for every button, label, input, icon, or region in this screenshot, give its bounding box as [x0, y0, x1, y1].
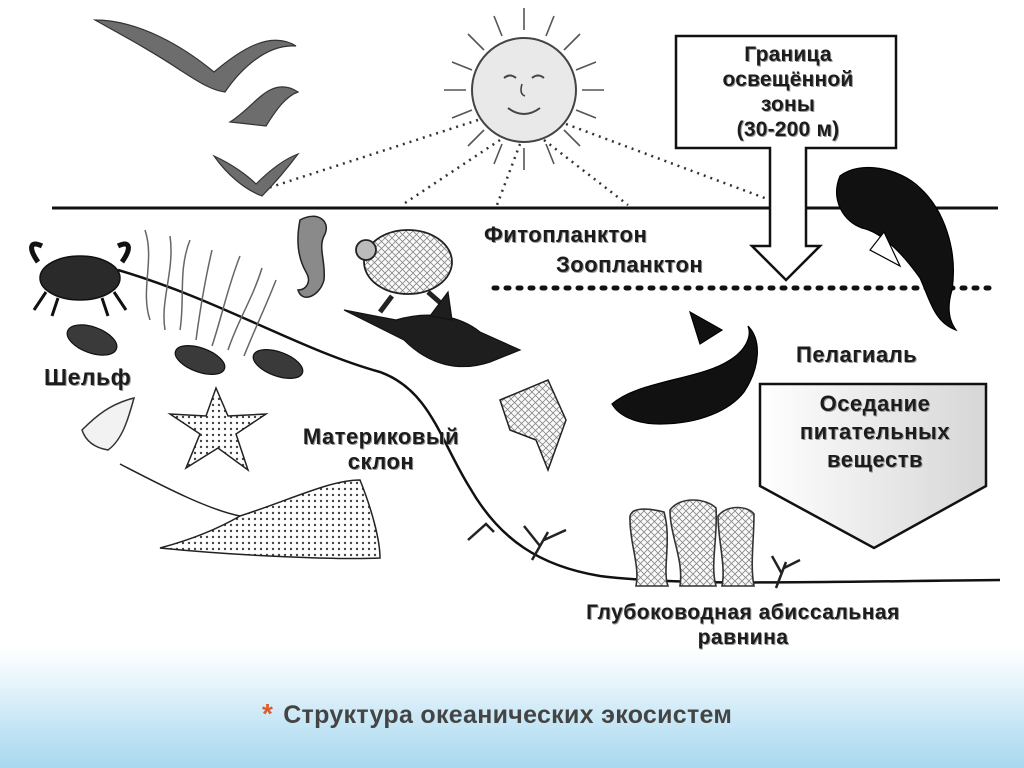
settling-label-line: питательных — [799, 419, 951, 444]
seashell-icon — [81, 396, 136, 451]
abyssal-plain-label: Глубоководная абиссальная равнина — [508, 600, 978, 650]
sun-icon — [444, 8, 604, 170]
boundary-label-line: освещённой — [722, 68, 854, 91]
pelagial-label: Пелагиаль — [796, 342, 918, 367]
shark-icon — [611, 310, 758, 425]
boundary-label-line: зоны — [760, 93, 816, 116]
stingray-icon — [119, 463, 381, 560]
slide-title: * Структура океанических экосистем — [262, 698, 732, 730]
zooplankton-label: Зоопланктон — [556, 252, 704, 277]
title-bullet: * — [262, 698, 274, 729]
coral-icon — [467, 522, 801, 589]
abyssal-label-line: Глубоководная абиссальная — [586, 601, 900, 624]
slide-footer-band — [0, 648, 1024, 768]
mussel-icon — [66, 324, 304, 379]
swordfish-icon — [343, 290, 522, 368]
seagull-icon — [92, 19, 300, 197]
boundary-label-line: Граница — [744, 43, 832, 66]
seaweed-icon — [144, 229, 277, 357]
boundary-label-line: (30-200 м) — [736, 118, 840, 141]
settling-label-line: веществ — [826, 447, 923, 472]
settling-label-line: Оседание — [819, 391, 931, 416]
illumination-boundary-callout — [674, 34, 898, 282]
seahorse-icon — [297, 215, 327, 298]
shelf-label: Шельф — [44, 364, 132, 390]
angelfish-icon — [499, 379, 567, 473]
phytoplankton-label: Фитопланктон — [484, 222, 648, 247]
ocean-ecosystem-diagram — [29, 8, 1001, 589]
crab-icon — [29, 241, 131, 317]
turtle-icon — [355, 229, 453, 314]
nutrient-settling-callout — [758, 382, 988, 550]
orca-icon — [836, 166, 958, 332]
starfish-icon — [167, 385, 269, 472]
slope-label-line: склон — [347, 449, 415, 474]
nutrient-settling-label: Оседание питательных веществ — [770, 390, 980, 474]
illumination-boundary-label: Граница освещённой зоны (30-200 м) — [682, 42, 894, 142]
sponge-icon — [629, 499, 755, 587]
abyssal-label-line: равнина — [697, 626, 789, 649]
sun-rays — [267, 118, 771, 207]
continental-slope-label: Материковый склон — [268, 424, 494, 474]
slope-label-line: Материковый — [302, 424, 460, 449]
slide-title-text: Структура океанических экосистем — [283, 701, 733, 729]
